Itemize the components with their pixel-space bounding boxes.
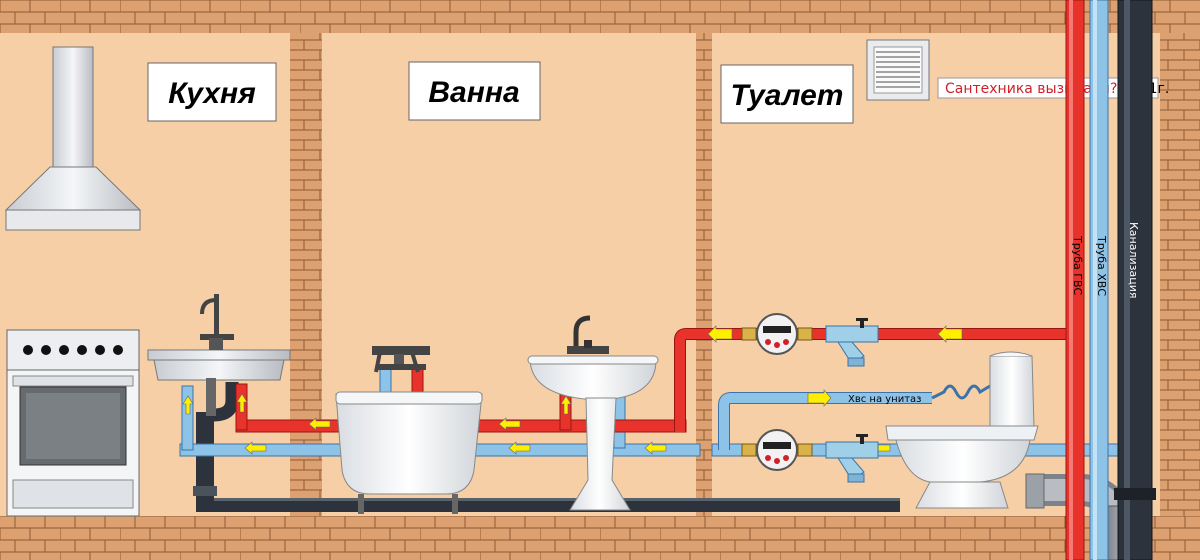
riser-hot: Труба ГВС	[1065, 0, 1085, 560]
kitchen-hood	[4, 46, 142, 231]
partition-kitchen-bath	[290, 33, 322, 516]
water-meter-icon	[741, 313, 813, 355]
outer-wall-right	[1160, 33, 1200, 516]
sewer-line	[193, 382, 900, 512]
room-label-toilet: Туалет	[720, 64, 854, 124]
room-label-kitchen: Кухня	[147, 62, 277, 122]
svg-text:Туалет: Туалет	[731, 79, 844, 112]
ceiling-brick	[0, 0, 1200, 33]
svg-text:Кухня: Кухня	[168, 77, 256, 110]
svg-text:Труба ГВС: Труба ГВС	[1071, 235, 1084, 295]
bathtub	[335, 346, 483, 514]
svg-text:Труба ХВС: Труба ХВС	[1095, 235, 1108, 296]
riser-cold: Труба ХВС	[1089, 0, 1109, 560]
svg-text:Ванна: Ванна	[428, 76, 519, 109]
kitchen-stove	[6, 329, 140, 517]
room-label-bath: Ванна	[408, 61, 541, 121]
partition-bath-toilet	[696, 33, 712, 516]
svg-text:Канализация: Канализация	[1127, 222, 1140, 299]
kitchen-sink	[147, 294, 291, 416]
flexible-hose	[931, 384, 991, 400]
riser-sewer: Канализация	[1114, 0, 1156, 560]
wash-basin	[527, 315, 659, 511]
strainer-filter-icon	[825, 434, 879, 483]
strainer-filter-icon	[825, 318, 879, 367]
water-meter-icon	[741, 429, 813, 471]
toilet	[885, 351, 1039, 509]
toilet-branch-label: Хвс на унитаз	[848, 394, 922, 405]
floor-brick	[0, 516, 1200, 560]
ventilation-grille-icon	[866, 39, 930, 101]
